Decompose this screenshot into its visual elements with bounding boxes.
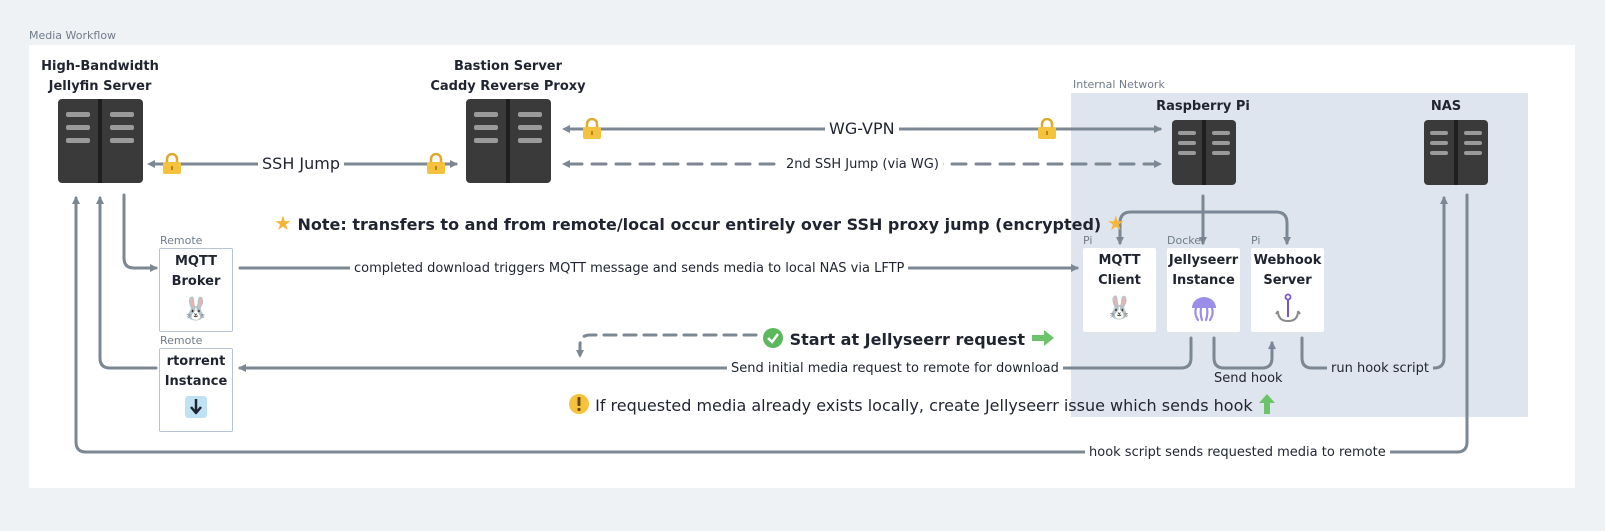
exists-note-text: If requested media already exists locall… <box>595 396 1253 415</box>
lock-icon <box>1038 118 1056 139</box>
webhook-line1: Webhook <box>1253 253 1322 268</box>
rtorrent-to-jellyfin-wire <box>96 196 158 370</box>
bastion-label: Bastion Server Caddy Reverse Proxy <box>428 57 588 97</box>
initial-request-wire <box>238 336 1193 372</box>
jellyfin-to-broker-wire <box>122 193 158 272</box>
mqtt-broker-card: MQTT Broker 🐰 <box>159 248 233 332</box>
raspberry-pi-label: Raspberry Pi <box>1156 99 1250 114</box>
mqtt-client-line2: Client <box>1098 273 1141 288</box>
rtorrent-line1: rtorrent <box>166 354 226 369</box>
hook-sends-label: hook script sends requested media to rem… <box>1085 445 1390 460</box>
download-icon <box>185 396 207 418</box>
rtorrent-line2: Instance <box>164 374 228 389</box>
webhook-line2: Server <box>1263 273 1312 288</box>
jellyseerr-card: Jellyseerr Instance <box>1167 248 1240 332</box>
ssh-jump-label: SSH Jump <box>258 154 345 173</box>
raspberry-pi-server-icon <box>1172 120 1236 185</box>
internal-network-label: Internal Network <box>1073 78 1165 91</box>
jellyfin-label-line2: Jellyfin Server <box>48 79 152 94</box>
arrow-right-icon <box>1031 330 1054 346</box>
pi-to-webhook-wire <box>1201 210 1291 245</box>
pi-to-client-wire <box>1116 210 1205 245</box>
lock-icon <box>583 118 601 139</box>
jellyfin-server-icon <box>58 99 143 183</box>
send-hook-wire <box>1212 336 1276 370</box>
start-note-text: Start at Jellyseerr request <box>789 330 1026 349</box>
star-icon: ★ <box>1106 211 1125 235</box>
jellyseerr-line2: Instance <box>1172 273 1235 288</box>
check-icon <box>763 328 783 348</box>
rabbit-icon: 🐰 <box>1105 296 1134 321</box>
arrow-up-icon <box>1258 394 1275 414</box>
webhook-tag: Pi <box>1251 234 1261 247</box>
hook-sends-wire <box>72 193 1469 454</box>
mqtt-broker-line1: MQTT <box>174 254 218 269</box>
nas-label: NAS <box>1430 99 1462 114</box>
jellyfin-label-line1: High-Bandwidth <box>41 59 159 74</box>
jellyfin-label: High-Bandwidth Jellyfin Server <box>40 57 160 97</box>
send-hook-label: Send hook <box>1210 371 1287 386</box>
lock-icon <box>163 153 181 174</box>
bastion-label-line1: Bastion Server <box>453 59 563 74</box>
warning-icon <box>569 394 589 414</box>
mqtt-client-tag: Pi <box>1083 234 1093 247</box>
jellyseerr-line1: Jellyseerr <box>1168 253 1239 268</box>
run-hook-label: run hook script <box>1327 361 1433 376</box>
rtorrent-tag: Remote <box>160 334 203 347</box>
lock-icon <box>427 153 445 174</box>
mqtt-client-line1: MQTT <box>1098 253 1141 268</box>
jellyseerr-tag: Docker <box>1167 234 1206 247</box>
jellyfish-icon <box>1191 297 1216 322</box>
bastion-label-line2: Caddy Reverse Proxy <box>430 79 586 94</box>
mqtt-message-label: completed download triggers MQTT message… <box>350 261 909 276</box>
mqtt-client-card: MQTT Client 🐰 <box>1083 248 1156 332</box>
exists-note: If requested media already exists locall… <box>568 393 1276 415</box>
bastion-server-icon <box>466 99 551 183</box>
mqtt-broker-tag: Remote <box>160 234 203 247</box>
start-pointer-wire <box>576 333 758 358</box>
encrypted-note-text: Note: transfers to and from remote/local… <box>297 215 1102 234</box>
encrypted-note: ★ Note: transfers to and from remote/loc… <box>274 211 1125 235</box>
webhook-card: Webhook Server <box>1251 248 1324 332</box>
mqtt-broker-line2: Broker <box>171 274 221 289</box>
rabbit-icon: 🐰 <box>182 297 210 322</box>
star-icon: ★ <box>274 211 292 235</box>
ssh-jump-2-label: 2nd SSH Jump (via WG) <box>782 157 943 172</box>
nas-server-icon <box>1424 120 1488 185</box>
initial-request-label: Send initial media request to remote for… <box>727 361 1063 376</box>
wg-vpn-label: WG-VPN <box>825 119 899 138</box>
start-note: Start at Jellyseerr request <box>762 327 1055 349</box>
rtorrent-card: rtorrent Instance <box>159 348 233 432</box>
hook-icon <box>1274 293 1301 323</box>
frame-title: Media Workflow <box>29 29 117 42</box>
